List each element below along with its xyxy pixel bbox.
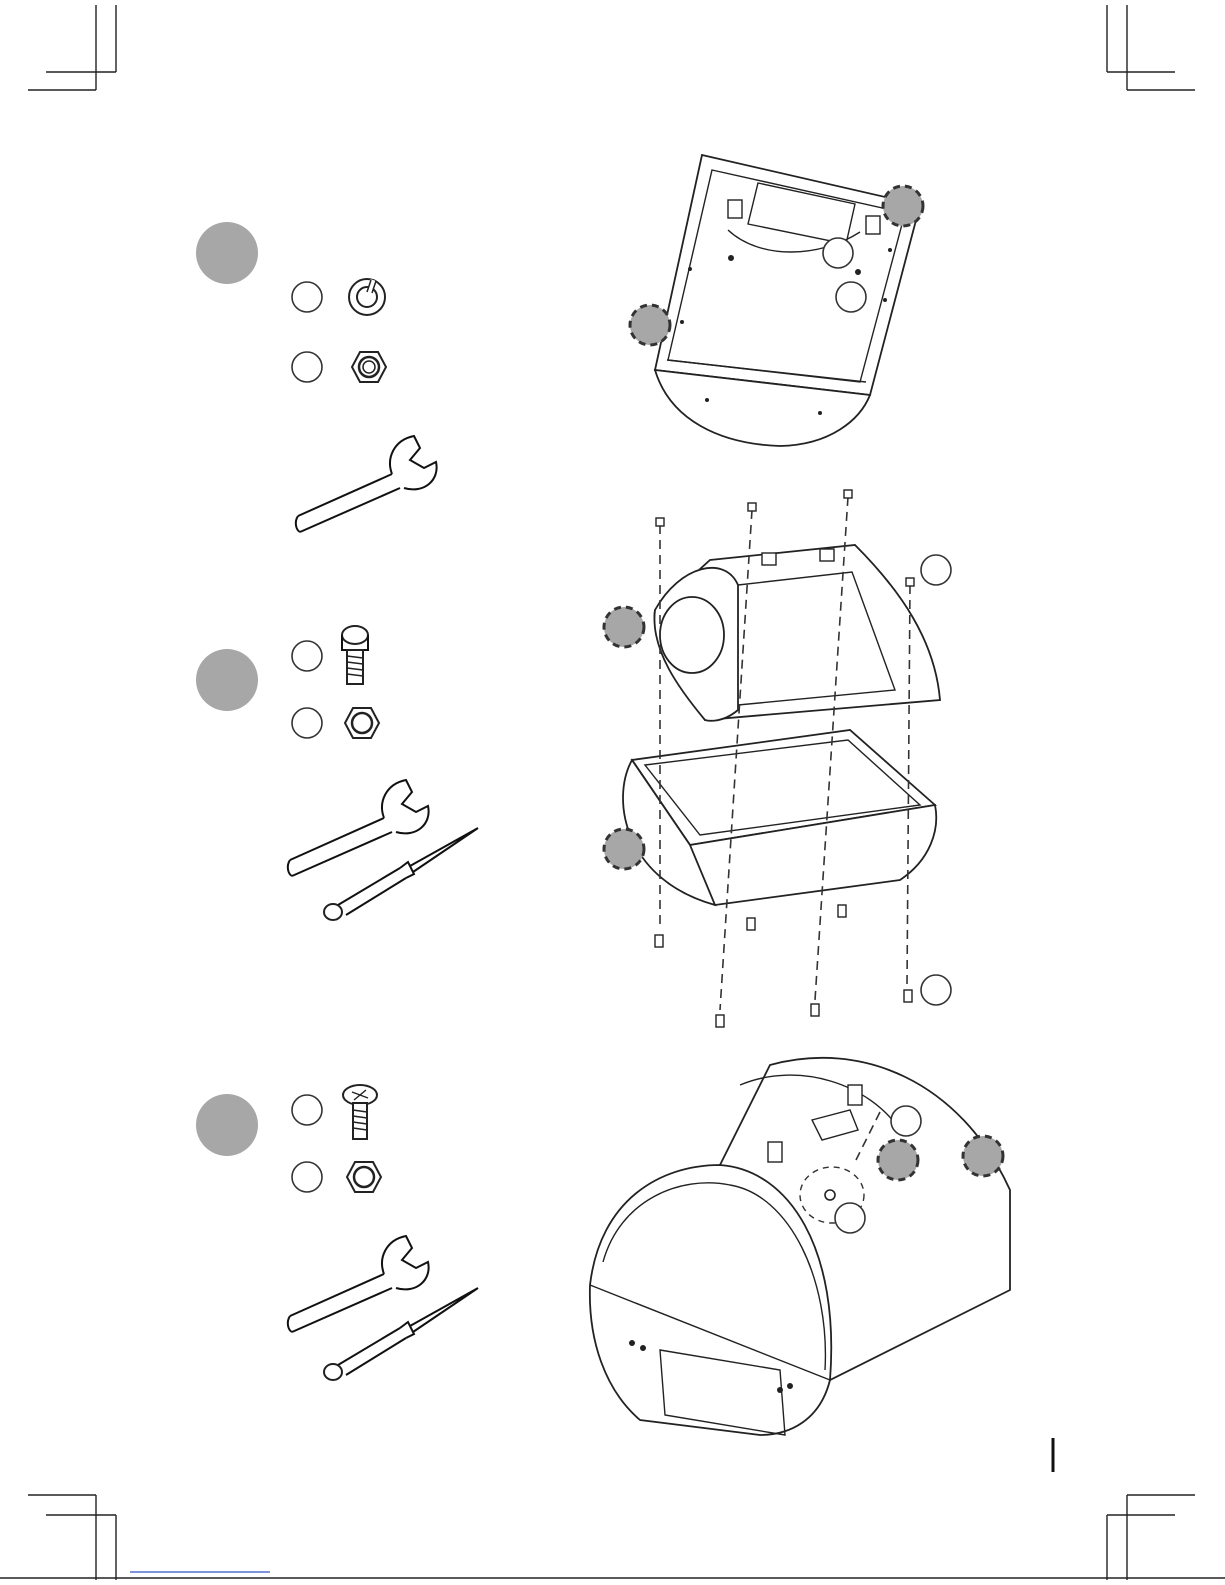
bolt-icon [342,626,368,684]
part-badge-c [292,641,322,671]
part-badge-a [292,282,322,312]
step-2-illustration [604,490,951,1027]
crop-mark-bottom-left [28,1495,116,1580]
step-3-marker [196,1094,258,1156]
crop-mark-top-left [28,5,116,90]
step-1-illustration [630,155,923,446]
spring-washer-icon [349,279,385,315]
crop-mark-top-right [1107,5,1195,90]
callout-1b [883,186,923,226]
callout-3b [963,1136,1003,1176]
callout-badge-3a [891,1106,921,1136]
step-3-illustration [590,1058,1010,1435]
callout-badge-3b [835,1203,865,1233]
step-1-marker [196,222,258,284]
hex-nut-icon [347,1162,381,1192]
step-3-section [196,1085,478,1380]
callout-badge-1a [823,238,853,268]
step-1-section [196,222,437,532]
wrench-icon [288,1236,429,1332]
step-2-section [196,626,478,920]
part-badge-e [292,1095,322,1125]
callout-1a [630,305,670,345]
phillips-screw-icon [343,1085,377,1139]
part-badge-f [292,1162,322,1192]
callout-badge-2a [921,555,951,585]
step-2-marker [196,649,258,711]
screwdriver-icon [324,828,478,920]
hex-nut-icon [352,352,386,382]
callout-3a [878,1140,918,1180]
screwdriver-icon [324,1288,478,1380]
part-badge-d [292,708,322,738]
callout-badge-2b [921,975,951,1005]
hex-nut-icon [345,708,379,738]
part-badge-b [292,352,322,382]
wrench-icon [296,436,437,532]
crop-mark-bottom-right [1107,1495,1195,1580]
callout-2b [604,829,644,869]
callout-badge-1b [836,282,866,312]
callout-2a [604,607,644,647]
